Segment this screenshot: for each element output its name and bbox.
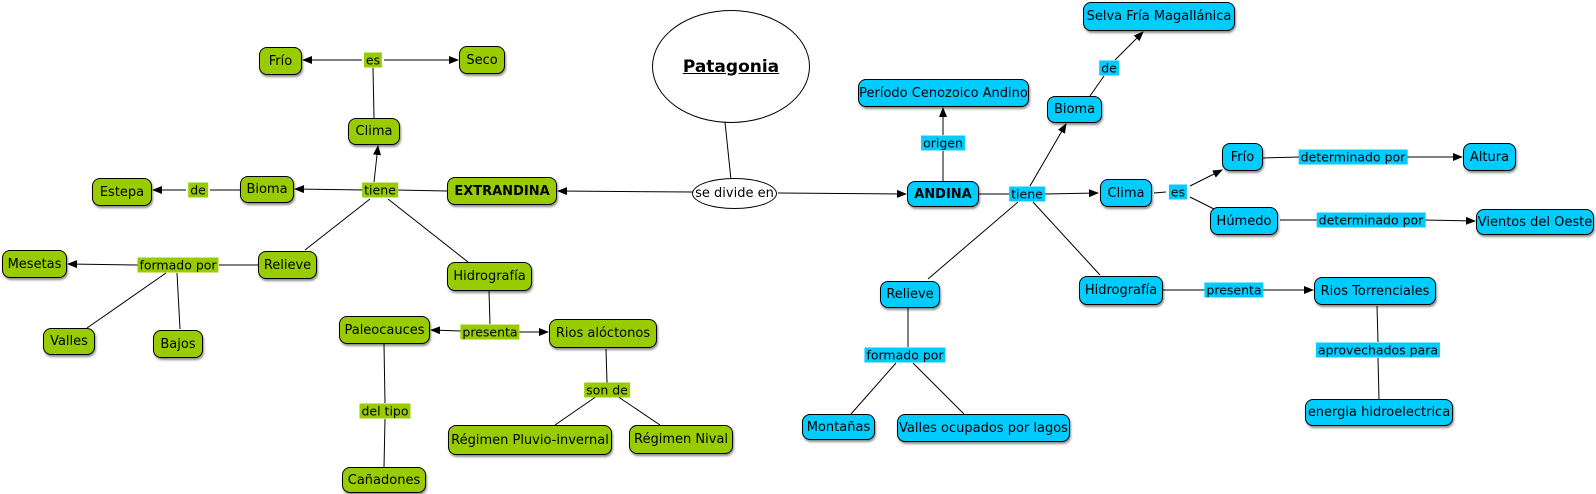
node-a-humedo: Húmedo <box>1210 207 1278 235</box>
node-a-bioma: Bioma <box>1047 96 1102 123</box>
divide-ellipse: se divide en <box>692 178 777 209</box>
node-e-mesetas: Mesetas <box>2 250 67 278</box>
link-a-det1: determinado por <box>1298 149 1408 165</box>
node-e-paleocauces: Paleocauces <box>339 316 430 344</box>
node-e-nival: Régimen Nival <box>629 425 733 454</box>
node-e-seco: Seco <box>459 46 505 74</box>
node-e-relieve: Relieve <box>258 251 317 279</box>
node-a-rios: Rios Torrenciales <box>1314 277 1436 305</box>
node-a-relieve: Relieve <box>880 281 940 308</box>
node-e-clima: Clima <box>348 118 400 145</box>
link-a-formado: formado por <box>864 347 946 363</box>
link-a-det2: determinado por <box>1316 212 1426 228</box>
link-a-presenta: presenta <box>1204 282 1264 298</box>
line-divide-extrandina <box>557 187 694 196</box>
node-extrandina: EXTRANDINA <box>447 177 557 205</box>
node-e-hidrografia: Hidrografía <box>447 262 532 291</box>
node-e-bioma: Bioma <box>240 176 294 203</box>
node-andina: ANDINA <box>907 181 979 207</box>
link-e-presenta: presenta <box>460 324 520 340</box>
node-e-valles: Valles <box>43 328 95 355</box>
node-e-pluvio: Régimen Pluvio-invernal <box>448 425 612 455</box>
title-ellipse: Patagonia <box>652 10 810 123</box>
link-e-de: de <box>188 182 208 198</box>
link-a-tiene: tiene <box>1009 186 1045 202</box>
link-a-origen: origen <box>921 135 965 151</box>
node-a-clima: Clima <box>1100 179 1152 207</box>
node-a-selva: Selva Fría Magallánica <box>1083 2 1235 31</box>
link-e-tiene: tiene <box>362 182 398 198</box>
node-a-energia: energia hidroelectrica <box>1305 399 1453 426</box>
link-e-formado: formado por <box>137 257 219 273</box>
node-a-altura: Altura <box>1463 143 1516 171</box>
node-e-rios: Rios alóctonos <box>549 319 657 348</box>
link-e-del-tipo: del tipo <box>359 403 411 419</box>
node-a-periodo: Período Cenozoico Andino <box>858 79 1029 107</box>
node-e-estepa: Estepa <box>92 178 152 206</box>
node-a-vientos: Vientos del Oeste <box>1476 209 1594 235</box>
node-a-frio: Frío <box>1222 143 1263 171</box>
node-a-valles: Valles ocupados por lagos <box>897 414 1070 442</box>
link-a-es: es <box>1168 184 1188 200</box>
link-e-es: es <box>363 52 383 68</box>
node-e-canadones: Cañadones <box>342 467 426 493</box>
line-title-divide <box>724 121 732 181</box>
node-a-hidrografia: Hidrografía <box>1079 276 1163 305</box>
link-divide: se divide en <box>695 186 774 201</box>
node-a-montanas: Montañas <box>802 414 875 440</box>
node-e-bajos: Bajos <box>153 330 203 358</box>
link-a-aprovechados: aprovechados para <box>1315 342 1441 358</box>
link-a-de: de <box>1099 60 1119 76</box>
link-e-son-de: son de <box>584 382 630 398</box>
node-e-frio: Frío <box>259 47 302 75</box>
map-title: Patagonia <box>682 56 780 77</box>
line-divide-andina <box>777 189 907 198</box>
